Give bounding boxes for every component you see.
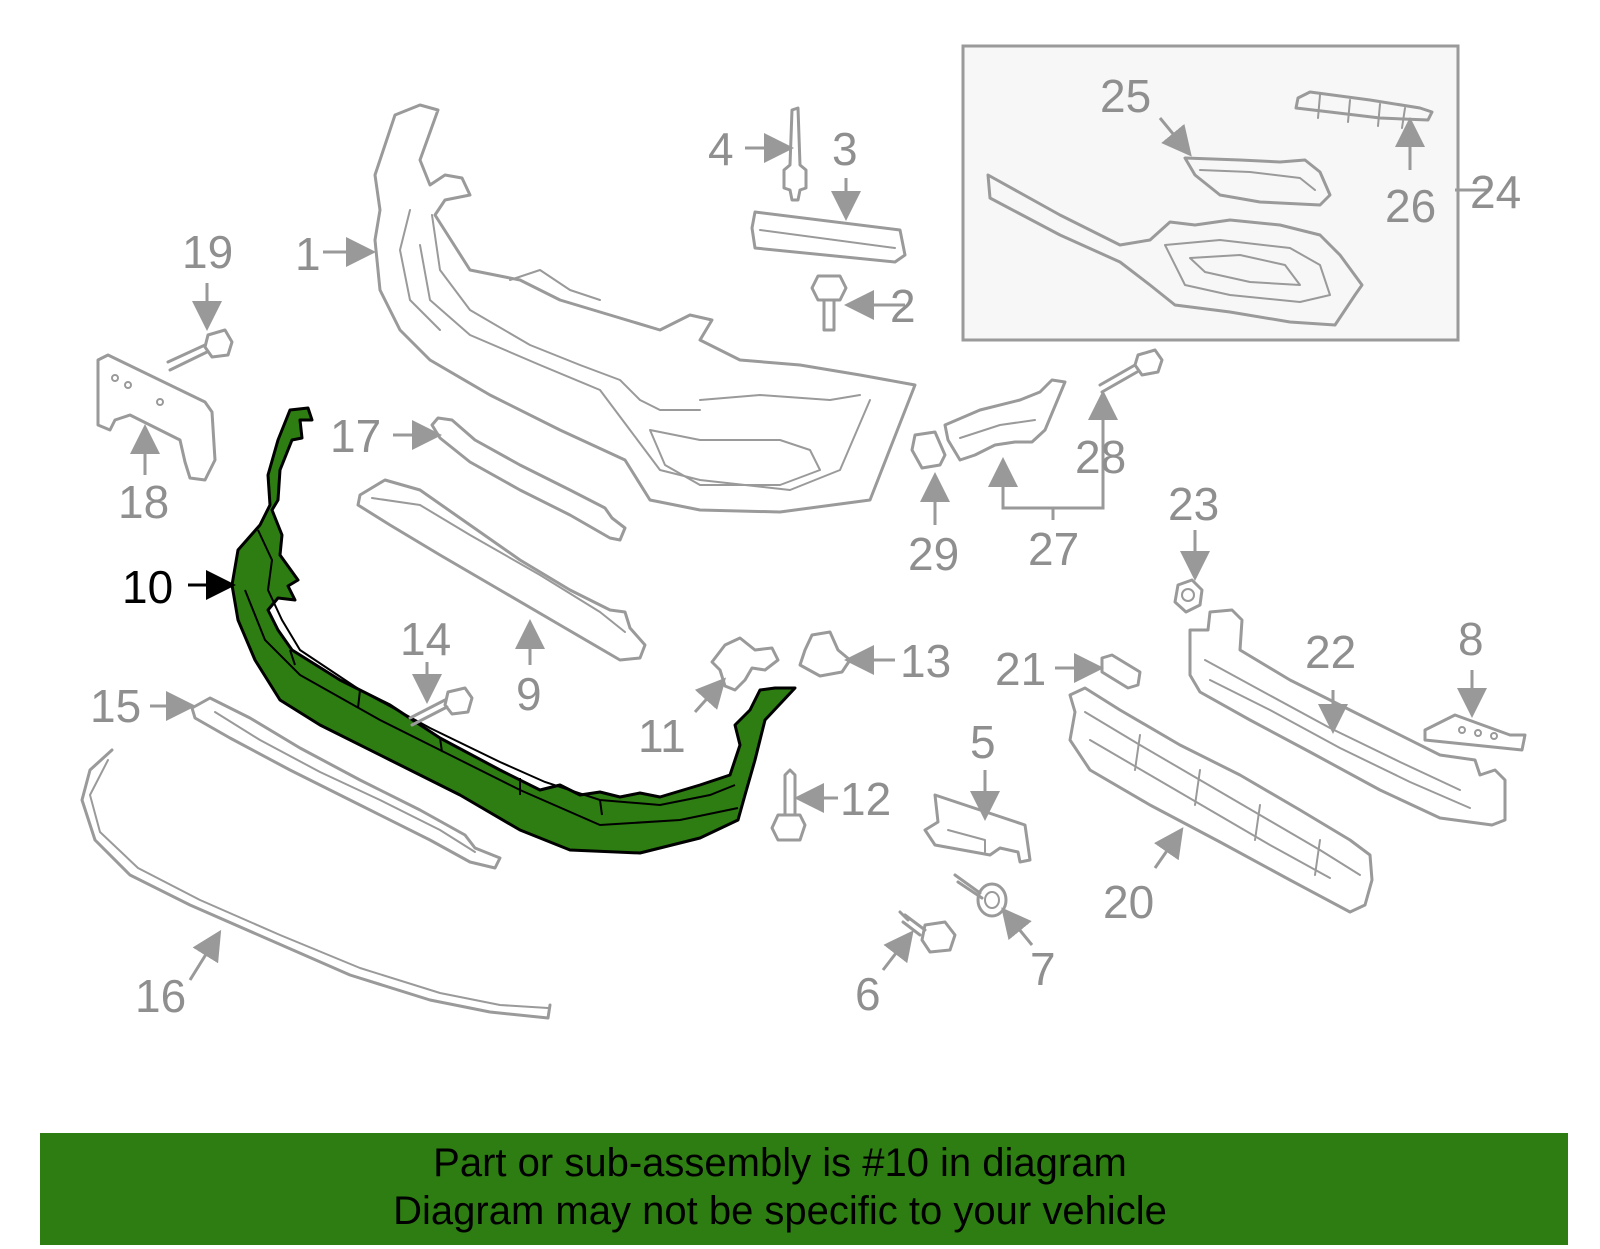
callout-27: 27 [1028, 523, 1079, 575]
info-banner: Part or sub-assembly is #10 in diagram D… [40, 1133, 1568, 1245]
callout-16: 16 [135, 970, 186, 1022]
part-23-nut[interactable] [1173, 578, 1204, 614]
callout-12: 12 [840, 773, 891, 825]
part-18-license-bracket[interactable] [96, 353, 217, 482]
part-12-bolt[interactable] [770, 768, 807, 842]
callout-2: 2 [890, 280, 916, 332]
callout-15: 15 [90, 680, 141, 732]
leader-lines [130, 117, 1488, 981]
callout-23: 23 [1168, 478, 1219, 530]
part-11-bracket[interactable] [710, 636, 780, 692]
callout-21: 21 [995, 643, 1046, 695]
callout-22: 22 [1305, 626, 1356, 678]
part-25-trim[interactable] [1183, 156, 1332, 207]
part-10-lower-cover[interactable] [230, 406, 797, 855]
callout-14: 14 [400, 613, 451, 665]
callout-28: 28 [1075, 431, 1126, 483]
part-7-bolt[interactable] [953, 873, 1008, 918]
inset-box [961, 44, 1460, 342]
part-6-bolt[interactable] [898, 910, 957, 954]
part-26-trim[interactable] [1294, 90, 1434, 129]
callout-20: 20 [1103, 876, 1154, 928]
part-20-absorber[interactable] [1068, 686, 1374, 914]
part-13-clip[interactable] [798, 630, 852, 678]
callout-1: 1 [295, 228, 321, 280]
part-3-molding[interactable] [750, 210, 907, 264]
part-8-bracket[interactable] [1423, 713, 1527, 752]
callout-9: 9 [516, 668, 542, 720]
part-24-grille-assembly[interactable] [986, 173, 1364, 327]
callout-3: 3 [832, 123, 858, 175]
callout-17: 17 [330, 410, 381, 462]
part-9-grille[interactable] [356, 478, 647, 662]
callout-6: 6 [855, 968, 881, 1020]
callout-25: 25 [1100, 70, 1151, 122]
callout-11: 11 [638, 710, 686, 762]
callout-18: 18 [118, 476, 169, 528]
callout-29: 29 [908, 528, 959, 580]
callout-24: 24 [1470, 166, 1521, 218]
part-2-bolt[interactable] [810, 274, 848, 332]
callout-4: 4 [708, 123, 734, 175]
part-17-strip[interactable] [430, 416, 627, 542]
part-4-pin[interactable] [782, 106, 808, 202]
callout-8: 8 [1458, 613, 1484, 665]
part-16-lip[interactable] [80, 748, 552, 1020]
part-5-bracket[interactable] [923, 793, 1032, 864]
callout-labels: 1 2 3 4 5 6 7 8 9 10 11 12 13 14 15 16 1… [90, 70, 1521, 1022]
part-1-bumper-cover[interactable] [373, 103, 917, 514]
part-15-lower-strip[interactable] [190, 696, 502, 870]
part-27-support[interactable] [943, 378, 1067, 462]
part-29-pad[interactable] [910, 430, 947, 470]
banner-line-2: Diagram may not be specific to your vehi… [393, 1189, 1167, 1233]
callout-10: 10 [122, 561, 173, 613]
callout-19: 19 [182, 226, 233, 278]
callout-13: 13 [900, 635, 951, 687]
banner-line-1: Part or sub-assembly is #10 in diagram [433, 1141, 1127, 1185]
part-21-pad[interactable] [1100, 653, 1142, 690]
part-14-bolt[interactable] [408, 686, 474, 727]
callout-26: 26 [1385, 180, 1436, 232]
part-19-bolt[interactable] [166, 328, 234, 372]
callout-5: 5 [970, 716, 996, 768]
callout-7: 7 [1030, 943, 1056, 995]
part-28-bolt[interactable] [1098, 348, 1164, 394]
